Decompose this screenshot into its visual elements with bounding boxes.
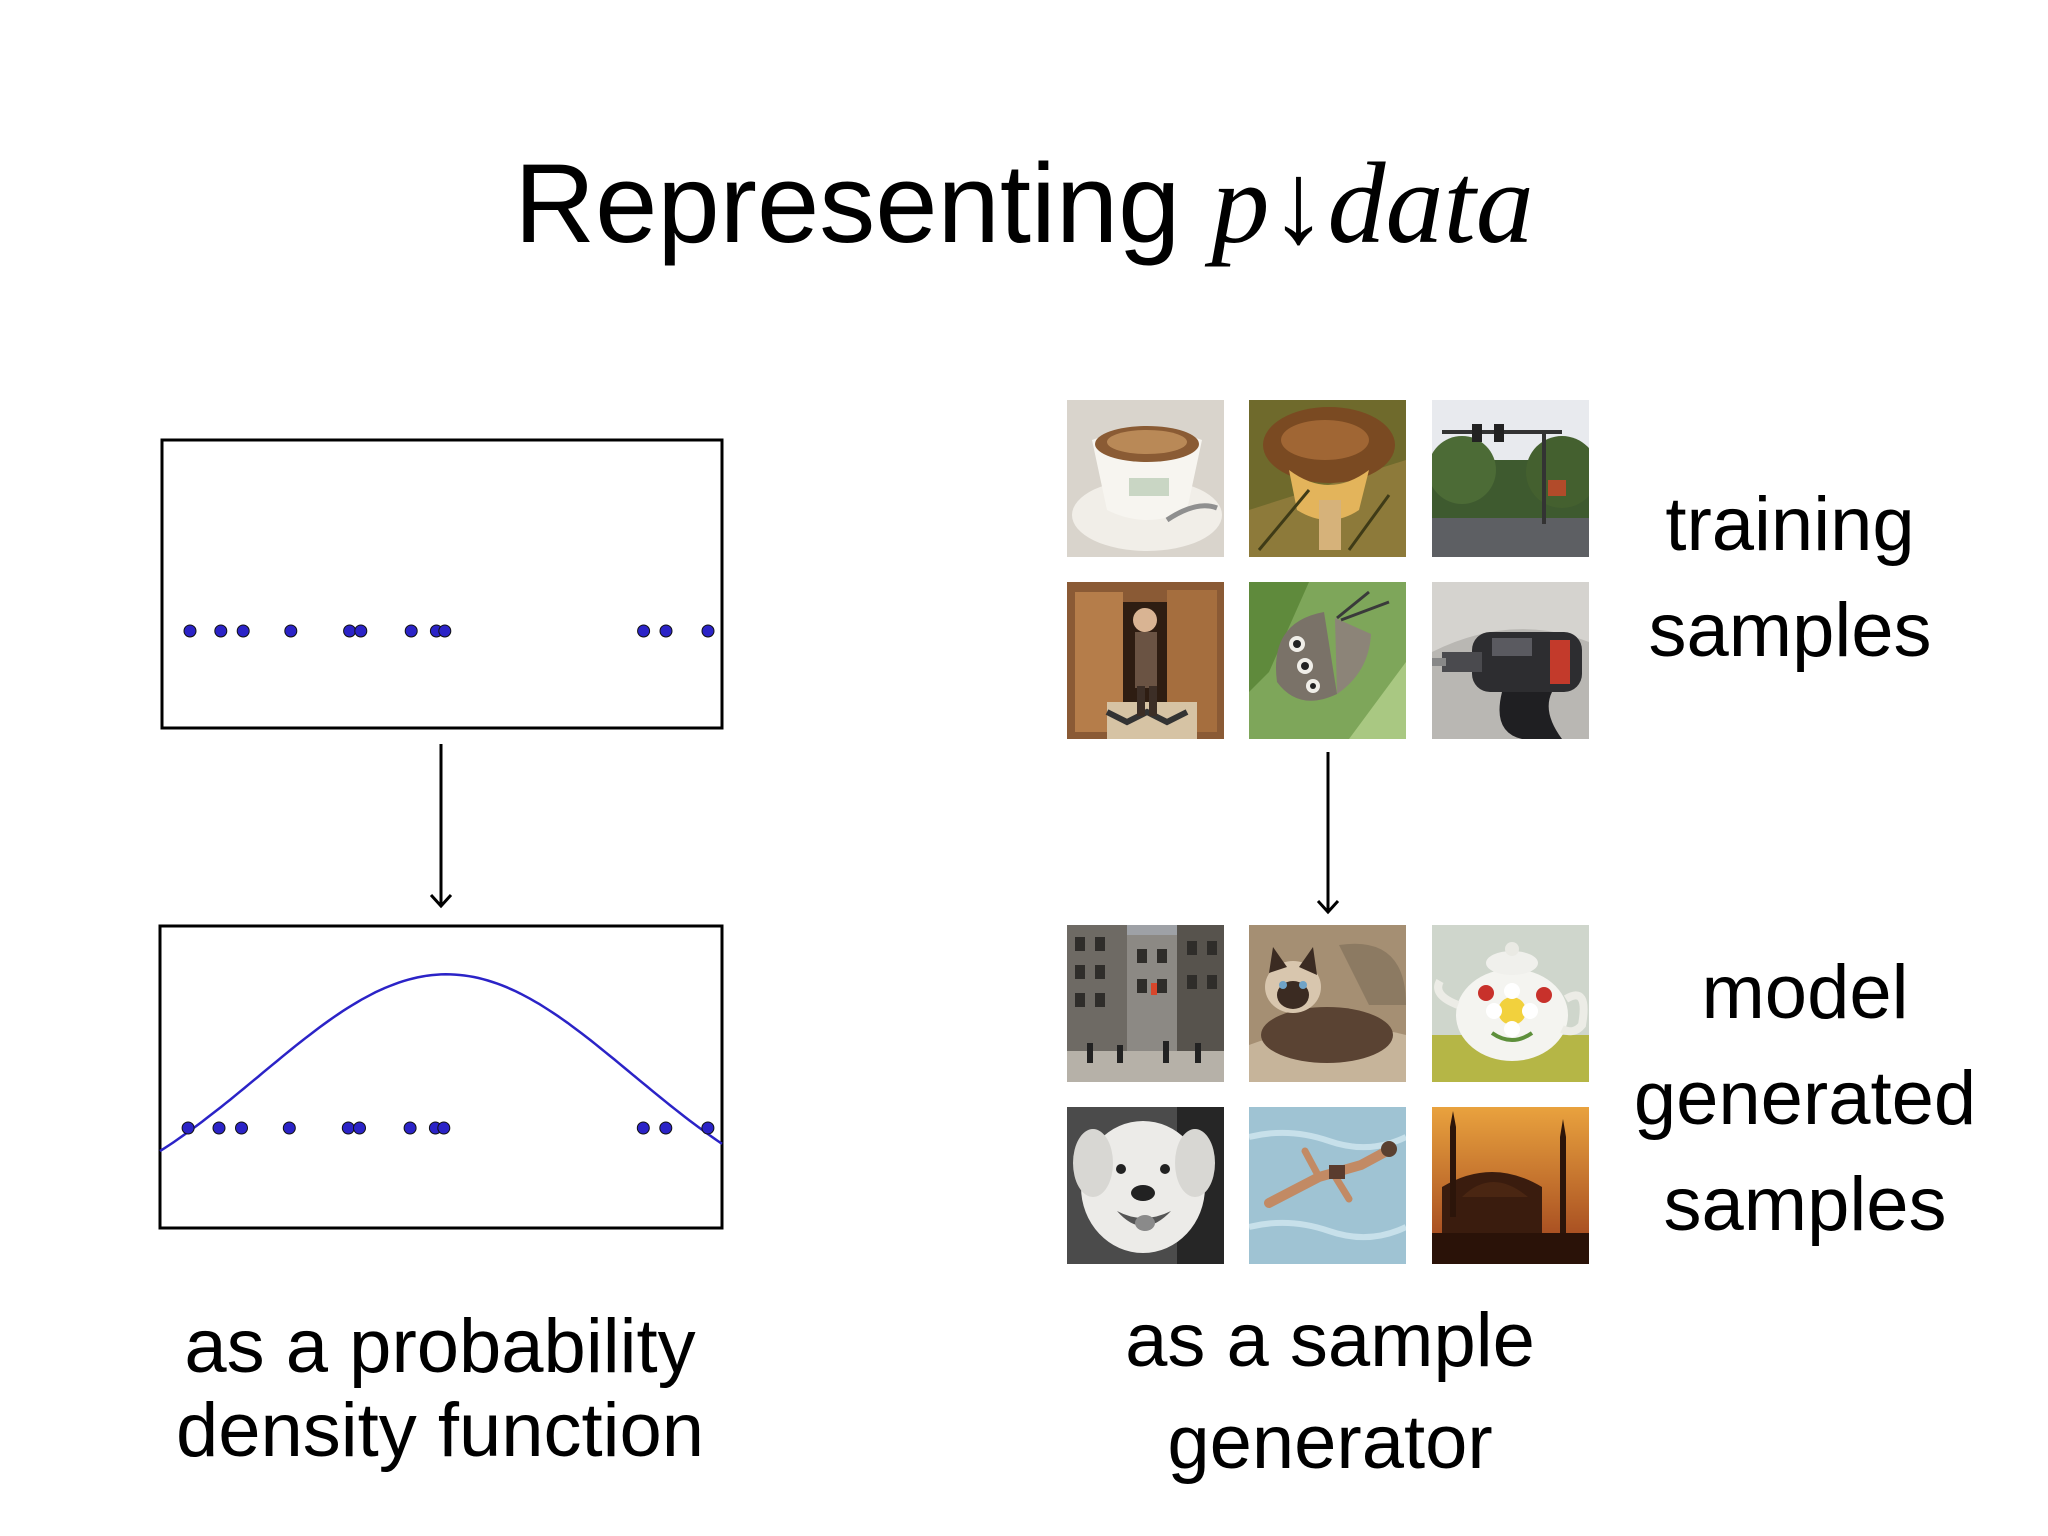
sample-point-1	[181, 1121, 195, 1135]
sample-point-10	[636, 1121, 650, 1135]
mushroom-photo-icon	[1249, 400, 1406, 557]
pdf-caption-line-1: as a probability	[184, 1304, 696, 1389]
dog-photo-icon	[1067, 1107, 1224, 1264]
training-label-line-2: samples	[1648, 588, 1932, 673]
training-image-5	[1249, 582, 1406, 739]
swimmer-photo-icon	[1249, 1107, 1406, 1264]
generated-label-line-2: generated	[1633, 1056, 1977, 1141]
person-in-doorway-photo-icon	[1067, 582, 1224, 739]
generated-image-1	[1067, 925, 1224, 1082]
sample-point-11	[659, 1121, 673, 1135]
mosque-sunset-photo-icon	[1432, 1107, 1589, 1264]
generated-image-6	[1432, 1107, 1589, 1264]
training-image-1	[1067, 400, 1224, 557]
pdf-caption-line-2: density function	[175, 1388, 705, 1473]
top-sample-points	[183, 624, 715, 638]
sample-point-9	[438, 624, 452, 638]
generator-caption-line-2: generator	[1167, 1400, 1493, 1485]
sample-point-3	[236, 624, 250, 638]
sample-point-4	[282, 1121, 296, 1135]
sample-point-2	[212, 1121, 226, 1135]
generated-image-5	[1249, 1107, 1406, 1264]
traffic-light-street-photo-icon	[1432, 400, 1589, 557]
sample-point-3	[235, 1121, 248, 1135]
cat-photo-icon	[1249, 925, 1406, 1082]
generated-samples-label: model generated samples	[1605, 940, 2005, 1258]
city-street-photo-icon	[1067, 925, 1224, 1082]
sample-point-5	[343, 624, 357, 638]
title-text: Representing	[514, 141, 1181, 266]
sample-points-box	[160, 438, 724, 730]
generated-image-4	[1067, 1107, 1224, 1264]
sample-point-12	[701, 624, 715, 638]
generator-caption-line-1: as a sample	[1125, 1298, 1535, 1383]
training-image-6	[1432, 582, 1589, 739]
sample-point-6	[353, 1121, 366, 1135]
butterfly-photo-icon	[1249, 582, 1406, 739]
training-samples-label: training samples	[1620, 472, 1960, 684]
generated-label-line-1: model	[1701, 950, 1909, 1035]
sample-point-7	[403, 1121, 417, 1135]
training-image-3	[1432, 400, 1589, 557]
training-image-4	[1067, 582, 1224, 739]
sample-point-5	[341, 1121, 355, 1135]
sample-point-4	[284, 624, 298, 638]
power-drill-photo-icon	[1432, 582, 1589, 739]
sample-point-9	[437, 1121, 451, 1135]
generator-caption: as a sample generator	[1060, 1290, 1600, 1494]
generated-label-line-3: samples	[1663, 1162, 1947, 1247]
training-label-line-1: training	[1665, 482, 1915, 567]
slide-title: Representing p↓data	[0, 135, 2048, 274]
density-sample-points	[181, 1121, 715, 1135]
density-curve	[159, 973, 723, 1153]
sample-point-7	[404, 624, 418, 638]
generated-image-2	[1249, 925, 1406, 1082]
sample-point-12	[701, 1121, 715, 1135]
coffee-cup-photo-icon	[1067, 400, 1224, 557]
pdf-caption: as a probability density function	[100, 1305, 780, 1473]
sample-point-11	[659, 624, 673, 638]
generated-image-3	[1432, 925, 1589, 1082]
sample-point-10	[637, 624, 651, 638]
teapot-photo-icon	[1432, 925, 1589, 1082]
title-math: p↓data	[1211, 140, 1534, 268]
density-box	[158, 924, 724, 1230]
sample-point-6	[354, 624, 368, 638]
sample-point-2	[214, 624, 228, 638]
sample-point-1	[183, 624, 197, 638]
training-image-2	[1249, 400, 1406, 557]
